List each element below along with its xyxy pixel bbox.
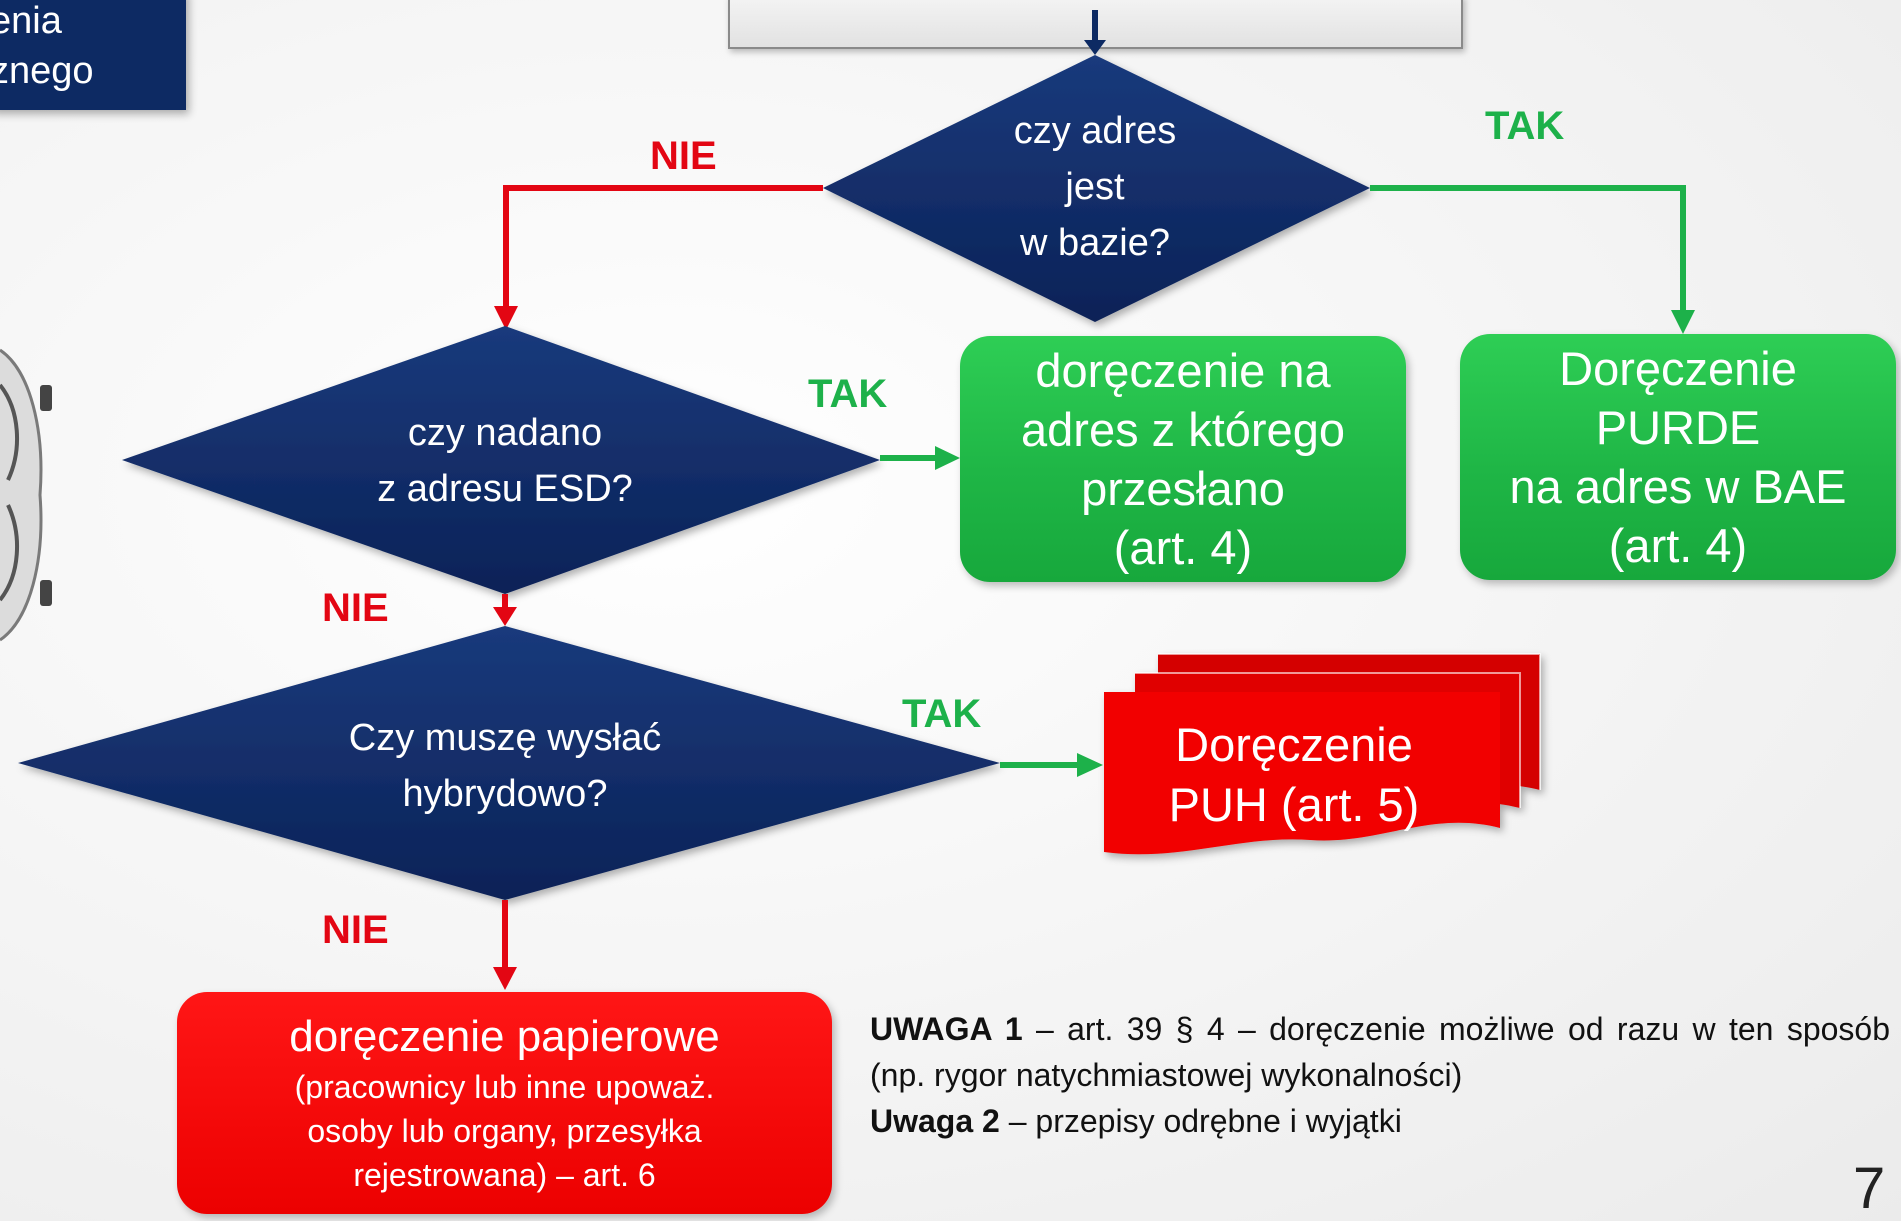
decision-diamond-in-database (823, 55, 1370, 322)
connector-decision-2-yes (880, 446, 960, 470)
outcome-reply-address-line-1: doręczenie na (1035, 344, 1331, 397)
connector-decision-2-no (493, 594, 517, 626)
decision-text-in-database-line-1: czy adres (1013, 110, 1177, 152)
connector-decision-1-yes (1370, 185, 1695, 334)
decision-text-hybrid-line-2: hybrydowo? (402, 773, 608, 815)
outcome-purde-line-3: na adres w BAE (1509, 460, 1847, 513)
outcome-reply-address-box: doręczenie na adres z którego przesłano … (960, 336, 1406, 582)
note-2-text: – przepisy odrębne i wyjątki (999, 1103, 1402, 1139)
slide-number: 7 (1853, 1156, 1886, 1221)
outcome-puh-line-2: PUH (art. 5) (1168, 778, 1420, 831)
outcome-paper-detail-2: osoby lub organy, przesyłka (307, 1113, 702, 1149)
note-2: Uwaga 2 – przepisy odrębne i wyjątki (870, 1098, 1890, 1144)
note-1-label: UWAGA 1 (870, 1011, 1023, 1047)
decision-diamond-hybrid (18, 626, 1000, 900)
branch-label-nie-3: NIE (322, 908, 389, 952)
decorative-left-object (0, 348, 52, 642)
outcome-paper-detail-3: rejestrowana) – art. 6 (353, 1157, 656, 1193)
branch-label-tak-1: TAK (1485, 104, 1565, 148)
outcome-reply-address-line-2: adres z którego (1021, 403, 1345, 456)
outcome-puh-text: Doręczenie PUH (art. 5) (1104, 710, 1484, 840)
outcome-paper-box: doręczenie papierowe (pracownicy lub inn… (177, 992, 832, 1214)
decision-text-hybrid: Czy muszę wysłać hybrydowo? (270, 710, 740, 822)
outcome-purde-line-1: Doręczenie (1559, 342, 1797, 395)
puh-document-stack (1104, 653, 1541, 855)
outcome-paper-title: doręczenie papierowe (289, 1012, 720, 1061)
corner-title-box: enia znego (0, 0, 186, 110)
decision-text-esd-line-1: czy nadano (407, 412, 603, 454)
note-1: UWAGA 1 – art. 39 § 4 – doręczenie możli… (870, 1006, 1890, 1098)
branch-label-tak-3: TAK (902, 692, 982, 736)
outcome-purde-line-4: (art. 4) (1608, 519, 1748, 572)
branch-label-nie-2: NIE (322, 586, 389, 630)
outcome-reply-address-line-3: przesłano (1081, 462, 1285, 515)
corner-title-line-1: enia (0, 0, 62, 42)
notes-block: UWAGA 1 – art. 39 § 4 – doręczenie możli… (870, 1006, 1890, 1144)
branch-label-nie-1: NIE (650, 134, 717, 178)
decision-diamond-sent-from-esd (122, 326, 880, 594)
note-1-text: – art. 39 § 4 – doręczenie możliwe od ra… (870, 1011, 1891, 1093)
outcome-reply-address-line-4: (art. 4) (1113, 521, 1253, 574)
arrow-top-to-decision-1 (1084, 10, 1106, 55)
decision-text-esd-line-2: z adresu ESD? (377, 468, 633, 510)
outcome-puh-line-1: Doręczenie (1175, 718, 1413, 771)
decision-text-sent-from-esd: czy nadano z adresu ESD? (300, 405, 710, 517)
decision-text-in-database: czy adres jest w bazie? (940, 103, 1250, 271)
outcome-purde-line-2: PURDE (1595, 401, 1761, 454)
decision-text-hybrid-line-1: Czy muszę wysłać (348, 717, 662, 759)
connector-decision-1-no (494, 185, 823, 330)
outcome-purde-box: Doręczenie PURDE na adres w BAE (art. 4) (1460, 334, 1896, 580)
note-2-label: Uwaga 2 (870, 1103, 1000, 1139)
decision-text-in-database-line-3: w bazie? (1020, 222, 1170, 264)
decision-text-in-database-line-2: jest (1065, 166, 1125, 208)
corner-title-line-2: znego (0, 50, 94, 92)
connector-decision-3-no (493, 900, 517, 990)
outcome-paper-detail-1: (pracownicy lub inne upoważ. (294, 1069, 715, 1105)
branch-label-tak-2: TAK (808, 372, 888, 416)
connector-decision-3-yes (1000, 753, 1103, 777)
